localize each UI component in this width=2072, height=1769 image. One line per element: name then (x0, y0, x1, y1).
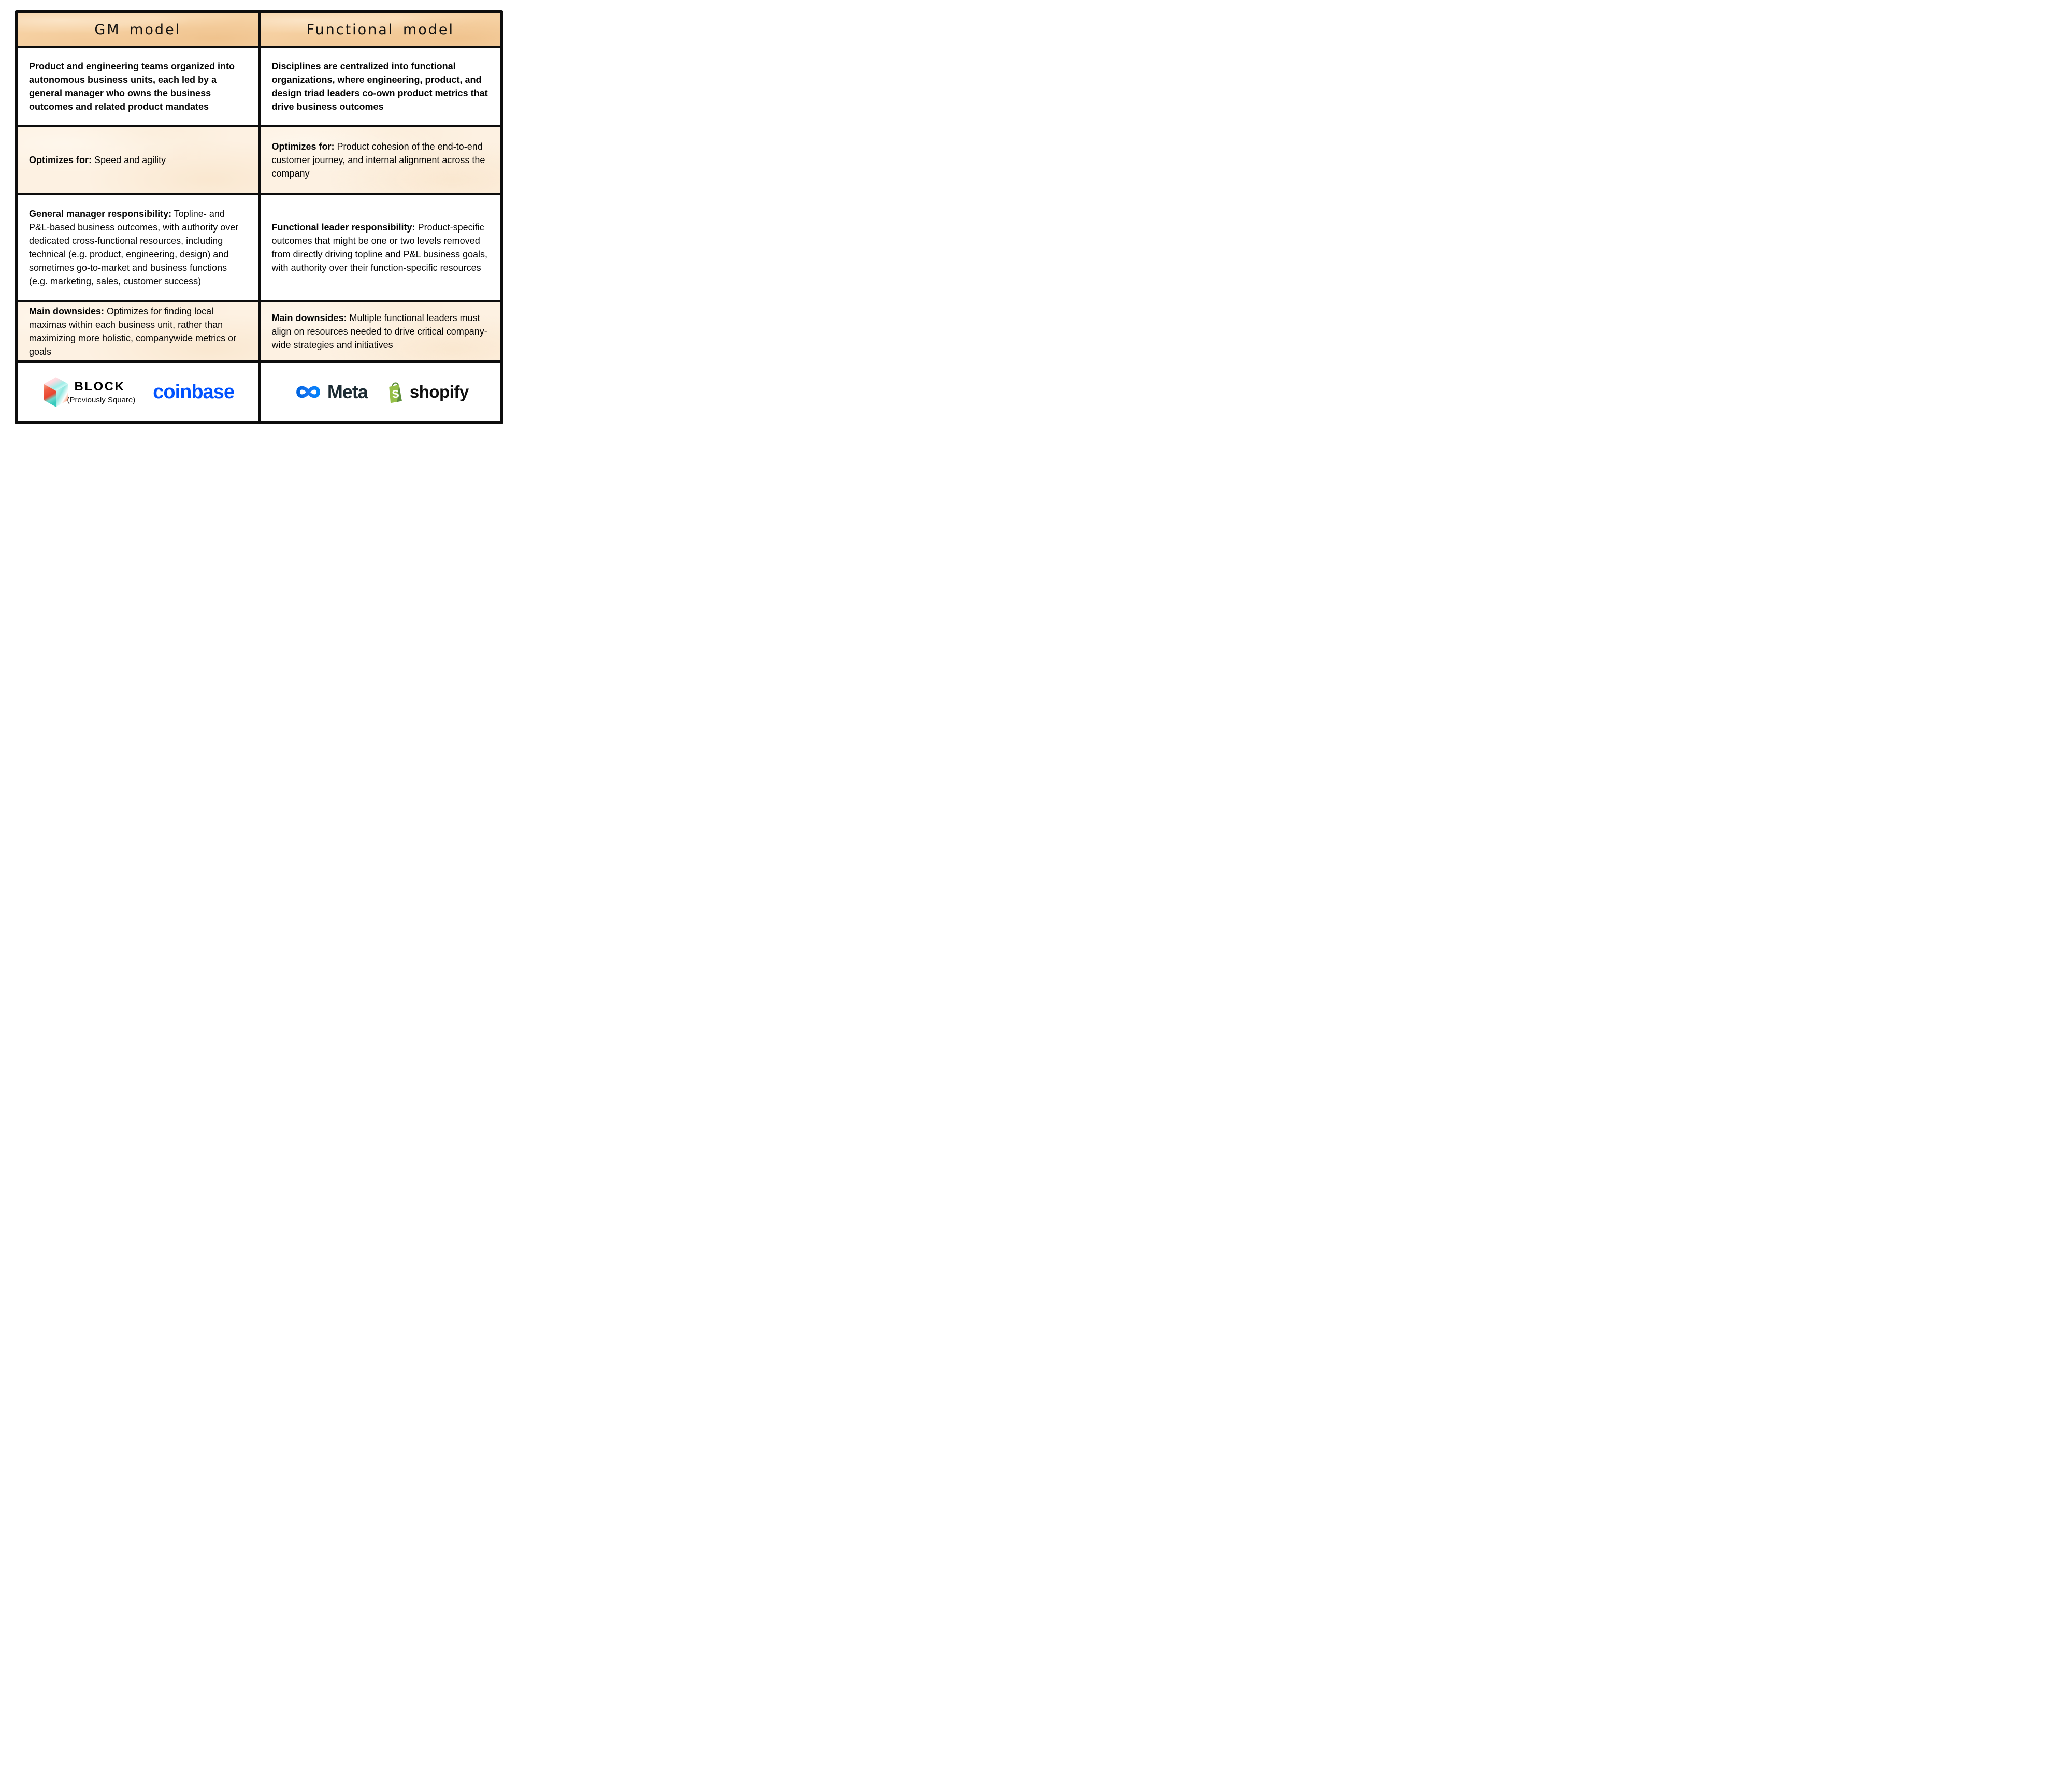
block-cube-icon (43, 377, 68, 407)
functional-description-text: Disciplines are centralized into functio… (271, 61, 488, 112)
header-gm-model-label: GM model (94, 21, 181, 38)
functional-responsibility-value: Product-specific outcomes that might be … (271, 222, 488, 273)
infographic-page: GM model Functional model Product and en… (0, 0, 518, 442)
svg-text:S: S (392, 388, 400, 400)
functional-description-cell: Disciplines are centralized into functio… (260, 48, 500, 125)
gm-responsibility-cell: General manager responsibility: Topline-… (18, 195, 258, 300)
gm-optimizes-text: Optimizes for: Speed and agility (29, 153, 247, 167)
comparison-table: GM model Functional model Product and en… (15, 10, 503, 424)
gm-optimizes-cell: Optimizes for: Speed and agility (18, 127, 258, 193)
shopify-wordmark: shopify (409, 382, 469, 401)
functional-optimizes-value: Product cohesion of the end-to-end custo… (271, 141, 485, 179)
header-functional-model-label: Functional model (306, 21, 455, 38)
gm-companies-cell: BLOCK (Previously Square) coinbase (18, 363, 258, 421)
functional-downsides-text: Main downsides: Multiple functional lead… (272, 311, 490, 352)
functional-responsibility-label: Functional leader responsibility: (271, 222, 415, 233)
gm-downsides-value: Optimizes for finding local maximas with… (29, 306, 237, 357)
coinbase-logo: coinbase (153, 381, 235, 403)
gm-downsides-text: Main downsides: Optimizes for finding lo… (29, 304, 247, 358)
gm-optimizes-label: Optimizes for: (29, 155, 92, 165)
functional-optimizes-cell: Optimizes for: Product cohesion of the e… (261, 127, 501, 193)
gm-optimizes-value: Speed and agility (94, 155, 166, 165)
block-wordmark-group: BLOCK (Previously Square) (67, 379, 136, 404)
shopify-bag-icon: S (389, 382, 402, 403)
functional-downsides-cell: Main downsides: Multiple functional lead… (261, 302, 501, 360)
meta-infinity-icon (296, 386, 320, 398)
gm-responsibility-value: Topline- and P&L-based business outcomes… (29, 209, 239, 286)
gm-responsibility-text: General manager responsibility: Topline-… (29, 207, 247, 288)
header-functional-model: Functional model (261, 13, 501, 46)
functional-companies-cell: Meta S shopify (260, 363, 500, 421)
block-logo: BLOCK (Previously Square) (41, 376, 136, 408)
functional-responsibility-cell: Functional leader responsibility: Produc… (260, 195, 500, 300)
gm-downsides-label: Main downsides: (29, 306, 105, 316)
gm-responsibility-label: General manager responsibility: (29, 209, 172, 219)
gm-downsides-cell: Main downsides: Optimizes for finding lo… (18, 302, 258, 360)
gm-description-cell: Product and engineering teams organized … (18, 48, 258, 125)
functional-downsides-value: Multiple functional leaders must align o… (271, 313, 487, 350)
meta-wordmark: Meta (327, 381, 368, 402)
functional-responsibility-text: Functional leader responsibility: Produc… (272, 221, 490, 274)
functional-downsides-label: Main downsides: (271, 313, 347, 323)
functional-optimizes-text: Optimizes for: Product cohesion of the e… (272, 140, 490, 180)
header-gm-model: GM model (18, 13, 258, 46)
block-subtitle: (Previously Square) (67, 395, 136, 404)
meta-logo: Meta (292, 382, 368, 402)
block-wordmark: BLOCK (74, 379, 125, 394)
shopify-logo: S shopify (385, 380, 469, 404)
functional-optimizes-label: Optimizes for: (271, 141, 335, 152)
gm-description-text: Product and engineering teams organized … (29, 61, 235, 112)
